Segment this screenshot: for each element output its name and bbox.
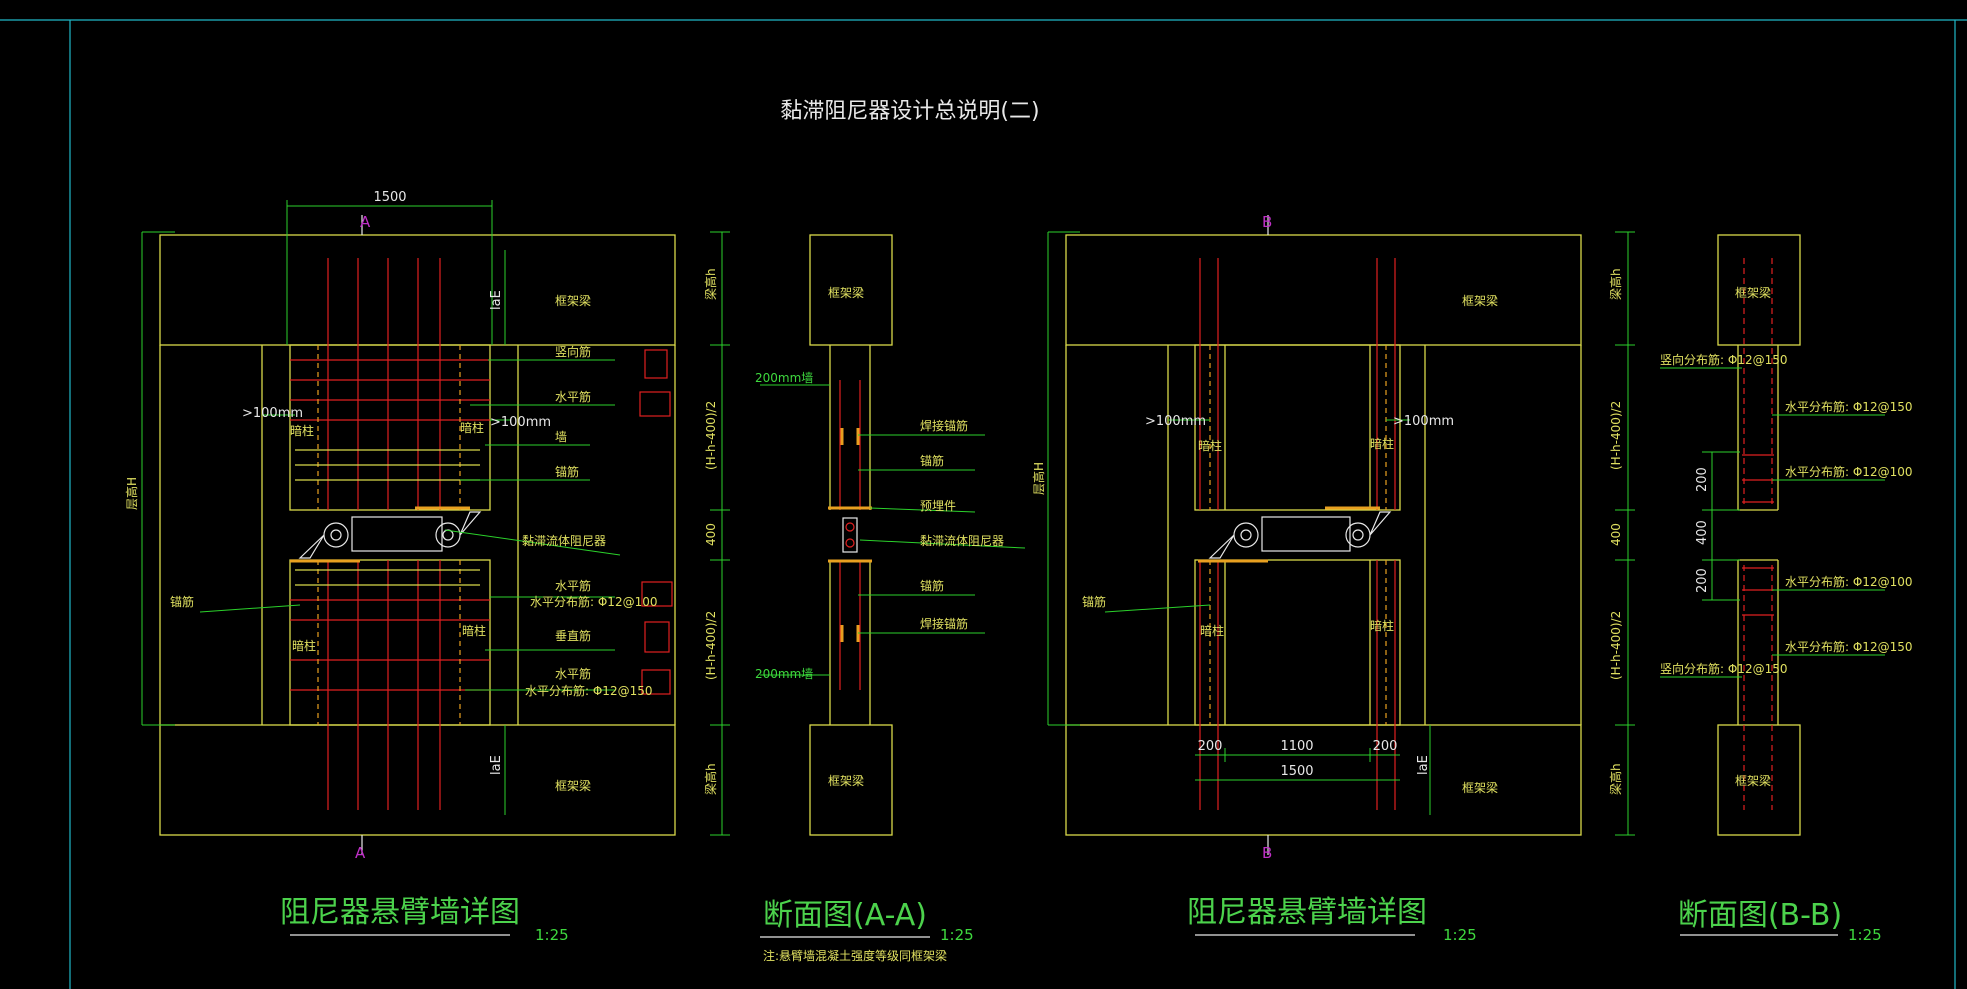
view1-hidden-col-3: 暗柱 — [292, 638, 316, 653]
view3-rdim-2: 400 — [1609, 523, 1623, 546]
view3-rdim-4: 梁高h — [1608, 763, 1623, 795]
view3-section-mark-bottom: B — [1262, 844, 1272, 862]
view3-hidden-col-4: 暗柱 — [1370, 618, 1394, 633]
view1-section-mark-top: A — [360, 213, 371, 231]
view2-wall-bottom: 200mm墙 — [755, 667, 813, 681]
view3-dim-mid: 1100 — [1280, 739, 1313, 754]
view1-caption: 阻尼器悬臂墙详图 — [280, 895, 520, 930]
view1-label-2: 墙 — [555, 430, 567, 444]
view3-section-mark-top: B — [1262, 213, 1272, 231]
view1-beam-top: 框架梁 — [555, 293, 591, 308]
view3-caption: 阻尼器悬臂墙详图 — [1187, 895, 1427, 930]
view1-lae-bottom: laE — [489, 755, 504, 775]
view1-rdim-1: (H-h-400)/2 — [704, 401, 718, 470]
view1-label-3: 锚筋 — [555, 464, 579, 479]
view1-storey-height: 层高H — [124, 477, 139, 510]
view1-rdim-0: 梁高h — [703, 268, 718, 300]
view1-spec2: 水平分布筋: Φ12@150 — [525, 683, 652, 698]
view2-label-0: 焊接锚筋 — [920, 418, 968, 433]
view3-anchor: 锚筋 — [1082, 594, 1106, 609]
view4-dim-200b: 200 — [1695, 568, 1710, 593]
view2-section — [760, 234, 1026, 836]
view1-label-6: 垂直筋 — [555, 628, 591, 643]
view3-rdim-0: 梁高h — [1608, 268, 1623, 300]
view1-width-dim: 1500 — [373, 190, 406, 205]
view3-rdim-1: (H-h-400)/2 — [1609, 401, 1623, 470]
view2-caption: 断面图(A-A) — [763, 898, 927, 933]
view3-dim-left: 200 — [1198, 739, 1223, 754]
view1-scale: 1:25 — [535, 926, 569, 944]
view1-hidden-col-4: 暗柱 — [462, 623, 486, 638]
view4-caption: 断面图(B-B) — [1678, 898, 1842, 933]
view4-spec-h2: 水平分布筋: Φ12@100 — [1785, 464, 1912, 479]
view3-rdim-3: (H-h-400)/2 — [1609, 611, 1623, 680]
view3-hidden-col-2: 暗柱 — [1370, 436, 1394, 451]
view1-hidden-col-2: 暗柱 — [460, 420, 484, 435]
view3-beam-top: 框架梁 — [1462, 293, 1498, 308]
view2-beam-top: 框架梁 — [828, 285, 864, 300]
view4-beam-bottom: 框架梁 — [1735, 773, 1771, 788]
view4-section — [1660, 234, 1885, 836]
view2-label-3: 黏滞流体阻尼器 — [920, 534, 1004, 548]
view4-spec-h1: 水平分布筋: Φ12@150 — [1785, 399, 1912, 414]
view2-label-2: 预埋件 — [920, 499, 956, 513]
view1-anchor: 锚筋 — [170, 594, 194, 609]
view2-note: 注:悬臂墙混凝土强度等级同框架梁 — [763, 948, 947, 963]
view1-label-5: 水平筋 — [555, 578, 591, 593]
view1-rdim-4: 梁高h — [703, 763, 718, 795]
view3-lae: laE — [1416, 755, 1431, 775]
view2-label-5: 焊接锚筋 — [920, 616, 968, 631]
view4-scale: 1:25 — [1848, 926, 1882, 944]
view1-label-7: 水平筋 — [555, 666, 591, 681]
view1-rdim-3: (H-h-400)/2 — [704, 611, 718, 680]
view1-label-1: 水平筋 — [555, 389, 591, 404]
view1-lae-top: laE — [489, 290, 504, 310]
view4-spec-v1: 竖向分布筋: Φ12@150 — [1660, 352, 1787, 367]
view1-spec1: 水平分布筋: Φ12@100 — [530, 594, 657, 609]
view3-scale: 1:25 — [1443, 926, 1477, 944]
view2-scale: 1:25 — [940, 926, 974, 944]
view2-wall-top: 200mm墙 — [755, 371, 813, 385]
view3-hidden-col-3: 暗柱 — [1200, 623, 1224, 638]
view4-dim-400: 400 — [1695, 520, 1710, 545]
view2-label-4: 锚筋 — [920, 578, 944, 593]
view3-beam-bottom: 框架梁 — [1462, 780, 1498, 795]
view1-elevation — [141, 200, 730, 855]
sheet-title: 黏滞阻尼器设计总说明(二) — [780, 99, 1039, 124]
view3-dim-right: 200 — [1373, 739, 1398, 754]
view3-storey-height: 层高H — [1031, 462, 1046, 495]
view4-spec-h3: 水平分布筋: Φ12@100 — [1785, 574, 1912, 589]
view3-hidden-col-1: 暗柱 — [1198, 438, 1222, 453]
view4-spec-v2: 竖向分布筋: Φ12@150 — [1660, 661, 1787, 676]
view1-gt100-right: >100mm — [490, 415, 551, 430]
view4-spec-h4: 水平分布筋: Φ12@150 — [1785, 639, 1912, 654]
view3-dim-total: 1500 — [1280, 764, 1313, 779]
view1-section-mark-bottom: A — [355, 844, 366, 862]
view1-beam-bottom: 框架梁 — [555, 778, 591, 793]
view1-hidden-col-1: 暗柱 — [290, 423, 314, 438]
view3-gt100-right: >100mm — [1393, 414, 1454, 429]
view1-label-0: 竖向筋 — [555, 344, 591, 359]
view2-beam-bottom: 框架梁 — [828, 773, 864, 788]
view4-beam-top: 框架梁 — [1735, 285, 1771, 300]
view3-elevation — [1047, 215, 1635, 855]
view1-gt100-left: >100mm — [242, 406, 303, 421]
view2-label-1: 锚筋 — [920, 453, 944, 468]
view1-label-4: 黏滞流体阻尼器 — [522, 534, 606, 548]
view3-gt100-left: >100mm — [1145, 414, 1206, 429]
view4-dim-200a: 200 — [1695, 467, 1710, 492]
view1-rdim-2: 400 — [704, 523, 718, 546]
